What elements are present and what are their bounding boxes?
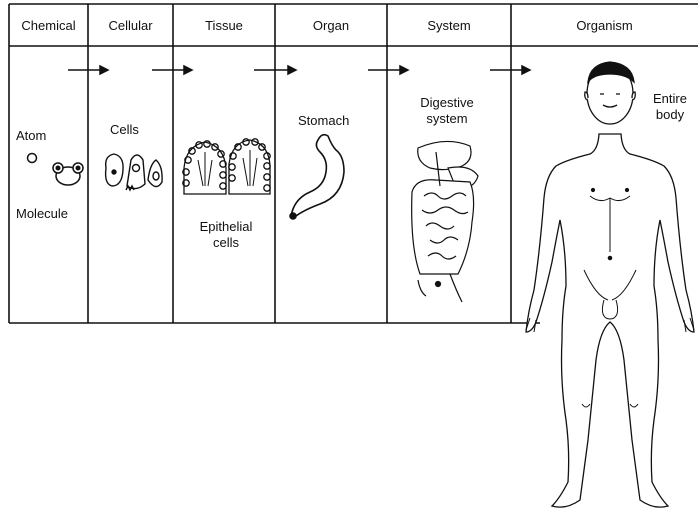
arrow-icon xyxy=(490,66,530,74)
epithelial-tissue-icon xyxy=(183,139,270,194)
human-body-icon xyxy=(526,62,694,507)
label-epithelial-cells: Epithelial cells xyxy=(193,219,259,251)
label-digestive-line1: Digestive xyxy=(412,95,482,111)
level-arrows xyxy=(68,66,530,74)
label-molecule: Molecule xyxy=(16,206,68,222)
label-entire-body: Entire body xyxy=(648,91,692,123)
arrow-icon xyxy=(152,66,192,74)
cells-icon xyxy=(106,154,163,190)
label-epithelial-line1: Epithelial xyxy=(193,219,259,235)
header-chemical: Chemical xyxy=(9,4,88,46)
header-cellular: Cellular xyxy=(88,4,173,46)
header-organ: Organ xyxy=(275,4,387,46)
header-organism: Organism xyxy=(511,4,698,46)
label-stomach: Stomach xyxy=(298,113,349,129)
label-entire-line1: Entire xyxy=(648,91,692,107)
label-digestive-line2: system xyxy=(412,111,482,127)
molecule-icon xyxy=(53,163,83,185)
label-atom: Atom xyxy=(16,128,46,144)
label-cells: Cells xyxy=(110,122,139,138)
atom-icon xyxy=(28,154,37,163)
stomach-icon xyxy=(290,135,344,219)
digestive-system-icon xyxy=(412,141,478,302)
label-entire-line2: body xyxy=(648,107,692,123)
label-epithelial-line2: cells xyxy=(193,235,259,251)
header-system: System xyxy=(387,4,511,46)
header-tissue: Tissue xyxy=(173,4,275,46)
label-digestive-system: Digestive system xyxy=(412,95,482,127)
arrow-icon xyxy=(368,66,408,74)
